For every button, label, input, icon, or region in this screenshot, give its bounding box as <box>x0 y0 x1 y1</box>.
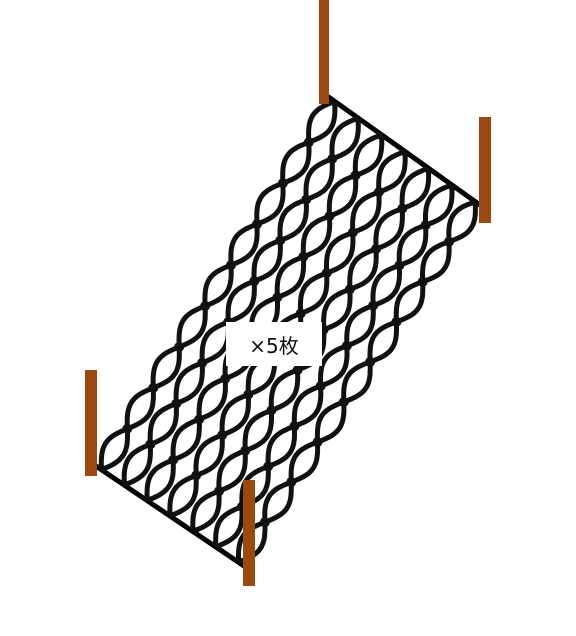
net-knot <box>321 268 332 278</box>
net-knot <box>266 405 277 416</box>
net-knot <box>197 357 208 368</box>
net-knot <box>174 341 185 352</box>
net-knot <box>277 178 288 189</box>
net-knot <box>312 437 323 448</box>
net-knot <box>168 454 179 465</box>
net-knot <box>200 301 211 311</box>
post-top-left <box>319 0 329 104</box>
net-strand <box>102 93 364 500</box>
net-knot <box>444 236 454 247</box>
net-knot <box>217 430 228 440</box>
net-knot <box>272 292 283 303</box>
net-knot <box>243 389 254 400</box>
net-knot <box>191 470 202 481</box>
net-knot <box>344 284 355 295</box>
net-strand <box>216 176 481 570</box>
net-strand <box>141 121 405 526</box>
net-knot <box>341 340 352 351</box>
net-knot <box>292 365 303 375</box>
net-strand <box>96 93 358 496</box>
net-knot <box>148 382 159 393</box>
post-top-right <box>479 117 491 223</box>
net-knot <box>371 243 382 254</box>
post-bottom-right <box>243 480 255 586</box>
net-knot <box>347 227 358 238</box>
net-knot <box>275 235 286 246</box>
net-strand <box>90 93 340 484</box>
net-knot <box>220 373 231 384</box>
post-bottom-left <box>85 370 97 476</box>
net-knot <box>391 316 402 327</box>
net-knot <box>249 276 260 287</box>
net-knot <box>240 445 251 456</box>
net-knot <box>324 211 335 222</box>
net-knot <box>301 194 312 205</box>
net-knot <box>368 300 379 311</box>
net-knot <box>289 421 300 432</box>
quantity-label: ×5枚 <box>226 322 322 366</box>
net-knot <box>295 308 306 319</box>
net-knot <box>252 219 262 230</box>
net-knot <box>394 260 405 271</box>
net-knot <box>226 260 236 271</box>
net-knot <box>145 439 156 450</box>
net-knot <box>397 203 408 214</box>
net-knot <box>417 276 428 287</box>
net-knot <box>122 423 133 434</box>
net-strand <box>193 159 458 561</box>
net-strand <box>118 104 381 511</box>
net-strand <box>233 188 487 570</box>
net-knot <box>327 153 338 164</box>
net-knot <box>171 398 182 409</box>
net-knot <box>338 397 349 407</box>
net-knot <box>286 477 297 488</box>
net-knot <box>259 517 270 528</box>
net-knot <box>420 220 431 231</box>
net-knot <box>263 461 274 472</box>
net-knot <box>298 251 309 262</box>
net-knot <box>214 486 224 497</box>
net-knot <box>373 187 384 197</box>
net-knot <box>303 137 314 148</box>
net-knot <box>315 381 326 391</box>
net-knot <box>350 170 361 181</box>
net-knot <box>365 356 376 367</box>
net-knot <box>194 414 205 425</box>
